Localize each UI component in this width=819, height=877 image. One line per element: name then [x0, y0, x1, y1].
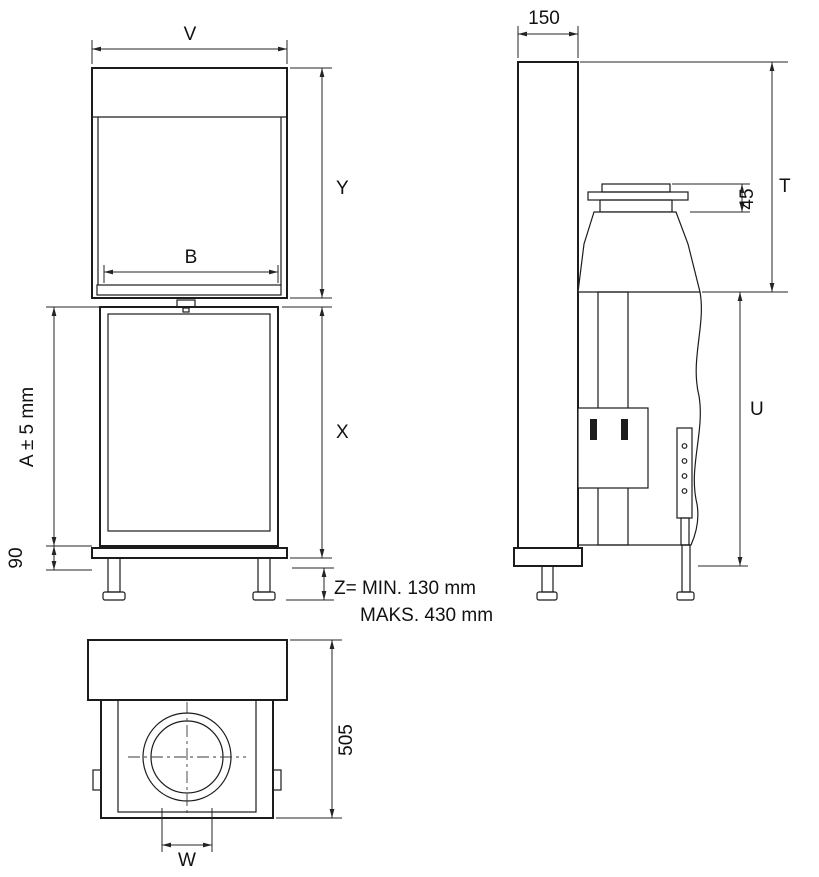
dim-a-label: A ± 5 mm — [17, 387, 38, 467]
dim-90-label: 90 — [6, 547, 27, 568]
dim-t: T — [580, 61, 791, 293]
bracket-hole-1 — [681, 443, 688, 449]
bracket-strip — [680, 517, 690, 546]
side-base — [513, 547, 583, 567]
dim-b: B — [103, 247, 279, 283]
firebox-outer-frame — [91, 67, 288, 299]
flue-collar-ring — [601, 183, 671, 193]
lower-cabinet-inner — [107, 313, 271, 532]
bracket-hole-3 — [681, 473, 688, 479]
dim-a: A ± 5 mm — [17, 306, 100, 547]
dim-w-label: W — [178, 850, 196, 871]
dim-t-label: T — [779, 176, 791, 197]
flue-flange-plate — [587, 191, 689, 201]
front-view: V B Y X A ± 5 mm — [6, 24, 493, 626]
dim-90: 90 — [6, 546, 92, 571]
dim-x: X — [282, 306, 349, 559]
dim-z-label-line1: Z= MIN. 130 mm — [334, 578, 476, 599]
side-foot — [536, 591, 558, 601]
mechanism-slot-left — [590, 419, 597, 440]
dim-w: W — [161, 808, 213, 871]
side-view: 150 45 T U — [513, 8, 791, 601]
front-leg-left — [107, 557, 121, 593]
dim-b-label: B — [185, 247, 198, 268]
latch-tab — [176, 299, 196, 308]
dim-505: 505 — [276, 639, 357, 819]
dim-z-label-line2: MAKS. 430 mm — [360, 605, 493, 626]
dim-505-label: 505 — [336, 724, 357, 756]
dim-v: V — [91, 24, 288, 64]
mechanism-slot-right — [621, 419, 628, 440]
bracket-hole-2 — [681, 458, 688, 464]
dim-150-label: 150 — [528, 8, 560, 29]
dim-y-label: Y — [336, 178, 349, 199]
rear-foot — [676, 591, 695, 601]
side-body-panel — [517, 61, 579, 549]
front-leg-right — [257, 557, 271, 593]
adjustable-foot-right — [252, 591, 276, 601]
adjustable-foot-left — [102, 591, 126, 601]
top-view: 505 W — [87, 639, 357, 871]
dim-u-label: U — [750, 399, 764, 420]
dim-v-label: V — [184, 24, 197, 45]
plinth-band — [91, 547, 288, 559]
dim-45-label: 45 — [737, 188, 758, 209]
top-front-plate — [87, 639, 288, 701]
bracket-hole-4 — [681, 488, 688, 494]
dim-y: Y — [290, 67, 349, 299]
flue-collar — [599, 199, 673, 213]
latch-pin — [182, 307, 190, 313]
door-bottom-frame — [96, 284, 282, 296]
rear-bracket — [676, 427, 693, 519]
top-notch-right — [272, 769, 282, 791]
side-leg — [541, 565, 554, 593]
dim-x-label: X — [336, 422, 349, 443]
flue-hood-cone — [577, 211, 701, 293]
dim-45: 45 — [672, 183, 758, 213]
top-notch-left — [92, 769, 102, 791]
body-rear-profile — [578, 291, 702, 546]
rear-leg — [681, 544, 691, 593]
dim-u: U — [698, 292, 764, 567]
mechanism-box — [577, 407, 649, 489]
dim-150: 150 — [517, 8, 579, 58]
lower-cabinet-outer — [99, 306, 279, 547]
dim-z: Z= MIN. 130 mm MAKS. 430 mm — [286, 567, 493, 626]
